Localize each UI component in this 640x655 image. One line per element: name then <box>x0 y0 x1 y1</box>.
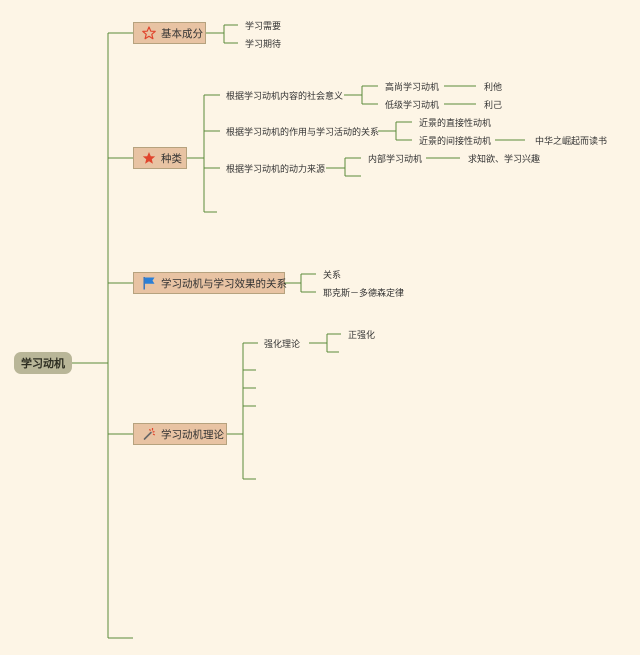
leaf-yerkes-dodson-law[interactable]: 耶克斯－多德森定律 <box>323 288 405 299</box>
leaf-egoism[interactable]: 利己 <box>484 100 503 111</box>
root-label: 学习动机 <box>21 357 65 370</box>
branch-motivation-theories[interactable]: 学习动机理论 <box>133 423 227 445</box>
star-outline-icon <box>142 26 156 40</box>
branch-label: 学习动机理论 <box>161 428 224 441</box>
branch-basic-components[interactable]: 基本成分 <box>133 22 206 44</box>
branch-label: 种类 <box>161 152 182 165</box>
flag-icon <box>142 276 156 290</box>
leaf-rise-of-china-example[interactable]: 中华之崛起而读书 <box>535 136 608 147</box>
root-node[interactable]: 学习动机 <box>14 352 72 374</box>
leaf-positive-reinforcement[interactable]: 正强化 <box>348 330 376 341</box>
leaf-learning-expectation[interactable]: 学习期待 <box>245 39 282 50</box>
branch-motivation-effect[interactable]: 学习动机与学习效果的关系 <box>133 272 287 294</box>
leaf-low-motivation[interactable]: 低级学习动机 <box>385 100 440 111</box>
leaf-noble-motivation[interactable]: 高尚学习动机 <box>385 82 440 93</box>
branch-types[interactable]: 种类 <box>133 147 187 169</box>
leaf-far-indirect-motivation[interactable]: 近景的间接性动机 <box>419 136 492 147</box>
leaf-altruism[interactable]: 利他 <box>484 82 503 93</box>
branch-label: 基本成分 <box>161 27 203 40</box>
branch-label: 学习动机与学习效果的关系 <box>161 277 287 290</box>
subtopic-function-relation[interactable]: 根据学习动机的作用与学习活动的关系 <box>226 127 380 138</box>
leaf-reinforcement-theory[interactable]: 强化理论 <box>264 339 301 350</box>
leaf-learning-need[interactable]: 学习需要 <box>245 21 282 32</box>
subtopic-social-significance[interactable]: 根据学习动机内容的社会意义 <box>226 91 344 102</box>
subtopic-power-source[interactable]: 根据学习动机的动力来源 <box>226 164 326 175</box>
leaf-curiosity-interest[interactable]: 求知欲、学习兴趣 <box>468 154 541 165</box>
star-filled-icon <box>142 151 156 165</box>
leaf-near-direct-motivation[interactable]: 近景的直接性动机 <box>419 118 492 129</box>
leaf-relation[interactable]: 关系 <box>323 270 342 281</box>
leaf-internal-motivation[interactable]: 内部学习动机 <box>368 154 423 165</box>
magic-wand-icon <box>142 427 156 441</box>
